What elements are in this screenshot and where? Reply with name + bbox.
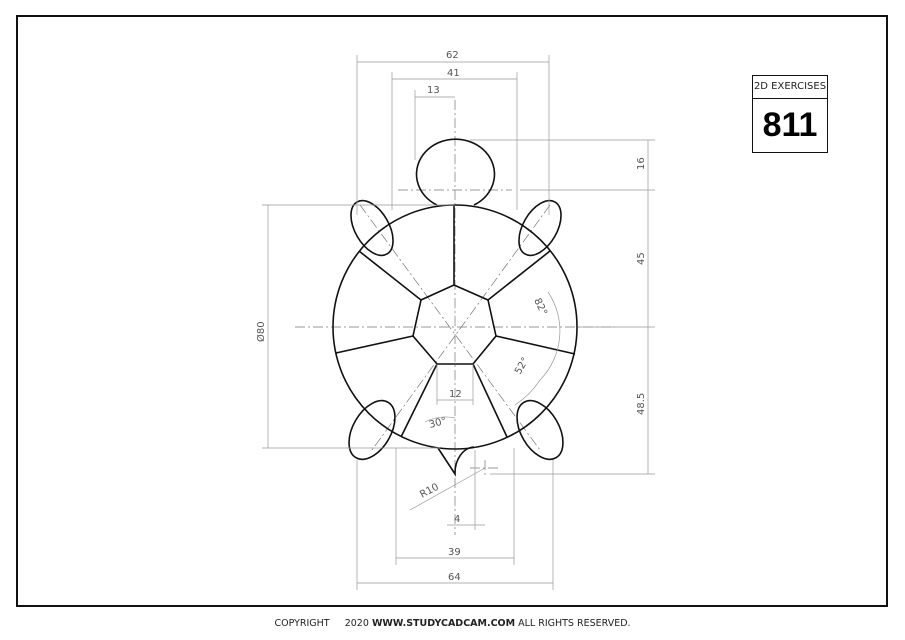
dim-41: 41 xyxy=(447,68,460,79)
dimension-lines xyxy=(262,55,655,590)
dim-r10: R10 xyxy=(418,482,441,501)
site-link[interactable]: WWW.STUDYCADCAM.COM xyxy=(371,618,516,629)
rights-text: ALL RIGHTS RESERVED. xyxy=(518,618,631,629)
leg-lower-right xyxy=(516,399,564,461)
copyright-year: 2020 xyxy=(344,618,369,629)
dim-angle-52: 52° xyxy=(513,356,531,377)
dim-64: 64 xyxy=(448,572,461,583)
leg-upper-left xyxy=(350,199,394,257)
dim-62: 62 xyxy=(446,50,459,61)
dim-13: 13 xyxy=(427,85,440,96)
copyright-label: COPYRIGHT xyxy=(274,618,330,629)
tail xyxy=(437,446,475,477)
dim-39: 39 xyxy=(448,547,461,558)
head xyxy=(415,138,496,206)
dim-16: 16 xyxy=(636,157,647,170)
dim-angle-30: 30° xyxy=(428,416,448,431)
leg-lower-left xyxy=(348,399,396,461)
dim-48-5: 48.5 xyxy=(636,393,647,415)
drawing-frame xyxy=(16,15,888,607)
dim-dia-80: Ø80 xyxy=(255,321,267,342)
badge-title: 2D EXERCISES xyxy=(753,76,827,99)
dim-45: 45 xyxy=(636,252,647,265)
exercise-number: 811 xyxy=(762,106,818,144)
leg-upper-right xyxy=(518,199,562,257)
exercise-badge: 2D EXERCISES 811 xyxy=(752,75,828,153)
dim-12: 12 xyxy=(449,389,462,400)
heptagon xyxy=(412,284,497,365)
footer: COPYRIGHT 2020 WWW.STUDYCADCAM.COM ALL R… xyxy=(0,618,905,629)
dim-4: 4 xyxy=(454,514,460,525)
centerlines xyxy=(295,100,615,535)
dim-angle-82: 82° xyxy=(531,297,548,318)
dimension-labels: 62 41 13 16 45 48.5 Ø80 82° 52° 12 30° R… xyxy=(255,50,647,583)
